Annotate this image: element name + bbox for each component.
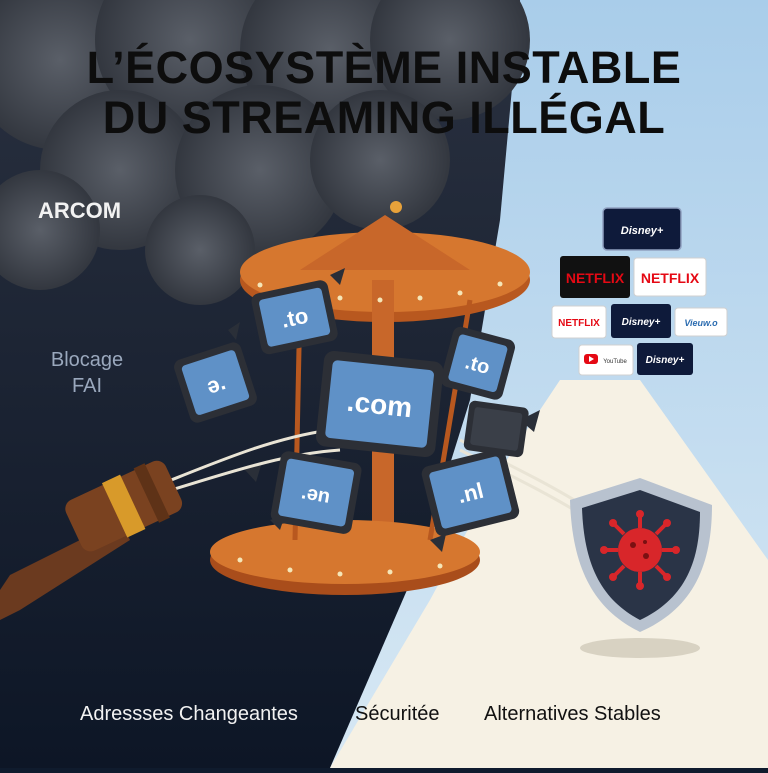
logo-youtube: YouTube <box>578 344 634 376</box>
arcom-label: ARCOM <box>38 198 122 223</box>
svg-text:YouTube: YouTube <box>603 359 627 365</box>
tv-screen-6: .nl <box>421 448 520 537</box>
light-road <box>330 380 768 768</box>
tv-screen-1: .to <box>251 280 338 355</box>
virus-icon <box>600 510 680 590</box>
caption-security: Sécuritée <box>355 703 440 725</box>
tv-screen-broken <box>463 400 529 458</box>
title-line-2: DU STREAMING ILLÉGAL <box>102 92 666 143</box>
tv-domain-label: .to <box>279 303 311 333</box>
logo-disney-2: Disney+ <box>611 304 671 338</box>
logo-netflix-1: NETFLIX <box>560 256 630 298</box>
logo-netflix-2: NETFLIX <box>633 257 707 297</box>
caption-stable-alternatives: Alternatives Stables <box>484 703 661 725</box>
logo-netflix-3: NETFLIX <box>551 305 607 339</box>
logo-disney-1: Disney+ <box>602 207 682 251</box>
tv-domain-label: .nl <box>455 478 486 508</box>
svg-text:Disney+: Disney+ <box>646 355 685 366</box>
svg-text:NETFLIX: NETFLIX <box>641 270 700 286</box>
blocage-fai-label: Blocage FAI <box>42 347 132 399</box>
tv-screen-3: .com <box>315 350 444 458</box>
svg-text:Disney+: Disney+ <box>622 317 661 328</box>
tv-screen-5: .ən <box>270 451 362 534</box>
shield-icon <box>570 478 712 658</box>
title-line-1: L’ÉCOSYSTÈME INSTABLE <box>86 42 682 93</box>
service-logos: Disney+ NETFLIX NETFLIX NETFLIX Disney+ … <box>551 207 728 376</box>
caption-changing-addresses: Adressses Changeantes <box>80 703 298 725</box>
svg-text:NETFLIX: NETFLIX <box>558 318 600 329</box>
blocage-line-2: FAI <box>71 375 102 397</box>
svg-text:Vieuw.o: Vieuw.o <box>684 318 718 328</box>
carousel-icon <box>210 201 530 595</box>
tv-screen-4: ə. <box>174 342 257 423</box>
svg-text:Disney+: Disney+ <box>621 225 664 237</box>
blocage-line-1: Blocage <box>50 349 124 371</box>
tv-domain-label: .ən <box>300 481 332 508</box>
logo-disney-3: Disney+ <box>637 343 693 375</box>
tv-screen-2: .to <box>440 326 516 400</box>
tv-domain-label: .com <box>345 386 413 424</box>
logo-other-stream: Vieuw.o <box>674 307 728 337</box>
storm-cloud-icon <box>0 0 530 305</box>
gavel-icon <box>0 460 183 620</box>
svg-text:NETFLIX: NETFLIX <box>566 270 625 286</box>
